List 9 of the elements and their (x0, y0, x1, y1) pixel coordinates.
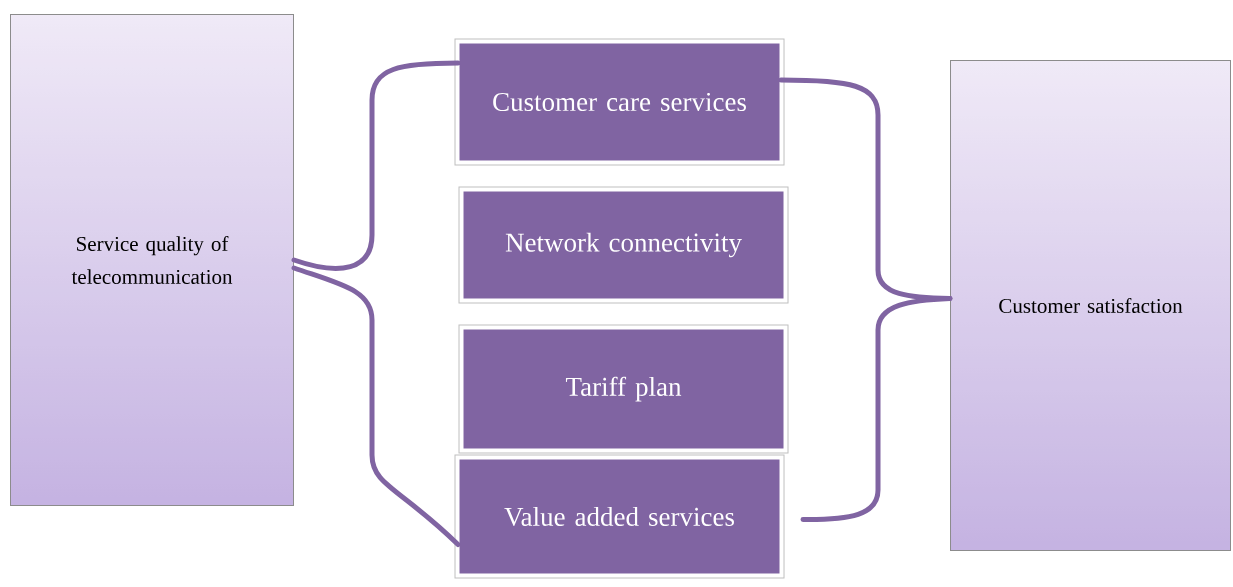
factor-box: Network connectivity (460, 188, 787, 302)
factor-box: Value added services (456, 456, 783, 577)
brace-connector (291, 60, 461, 271)
concept-box: Service quality of telecommunication (10, 14, 294, 506)
brace-connector (800, 296, 953, 522)
factor-box: Customer care services (456, 40, 783, 164)
factor-box: Tariff plan (460, 326, 787, 452)
brace-connector (291, 265, 461, 547)
concept-box: Customer satisfaction (950, 60, 1231, 551)
